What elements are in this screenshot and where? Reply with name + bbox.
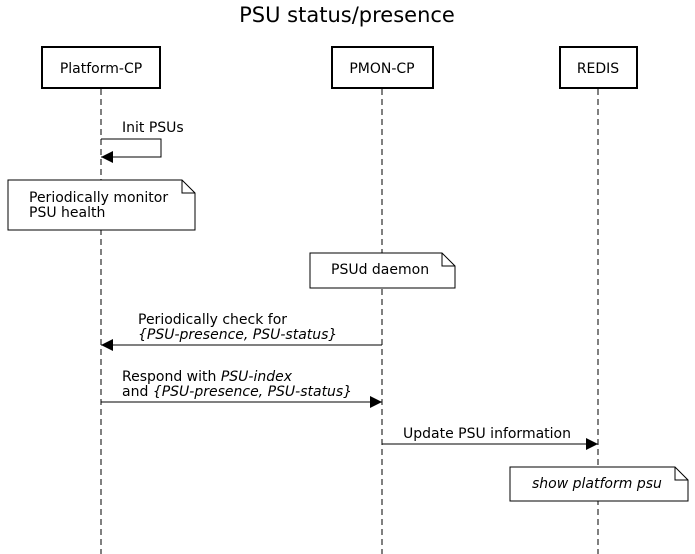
note-show-platform-psu: show platform psu: [509, 466, 689, 502]
message-label-prefix: and: [122, 384, 153, 400]
participant-label: Platform-CP: [60, 61, 142, 77]
participant-redis: REDIS: [559, 46, 638, 89]
message-label-line1: Periodically check for: [138, 312, 287, 328]
note-line: Periodically monitor: [29, 190, 168, 206]
message-init-psus: Init PSUs: [101, 120, 184, 163]
note-text: PSUd daemon: [331, 262, 429, 278]
note-line: PSU health: [29, 205, 105, 221]
message-respond: Respond with PSU-index and {PSU-presence…: [101, 369, 382, 408]
message-label-line2: and {PSU-presence, PSU-status}: [122, 384, 352, 400]
participant-label: REDIS: [577, 61, 619, 77]
self-message-arrow: [101, 138, 162, 163]
message-label: Update PSU information: [403, 426, 571, 442]
note-text: show platform psu: [532, 476, 662, 492]
message-label-line1: Respond with PSU-index: [122, 369, 293, 385]
note-monitor-health: Periodically monitor PSU health: [7, 179, 196, 231]
participant-platform: Platform-CP: [41, 46, 161, 89]
message-update-redis: Update PSU information: [382, 426, 598, 450]
note-psud-daemon: PSUd daemon: [309, 252, 456, 289]
diagram-title: PSU status/presence: [239, 3, 455, 27]
message-label-emphasis: PSU-index: [221, 369, 293, 385]
message-check-status: Periodically check for {PSU-presence, PS…: [101, 312, 382, 351]
message-label: Init PSUs: [122, 120, 184, 136]
participant-label: PMON-CP: [349, 61, 414, 77]
message-label-line2: {PSU-presence, PSU-status}: [138, 327, 337, 343]
message-label-emphasis: {PSU-presence, PSU-status}: [153, 384, 352, 400]
message-label-prefix: Respond with: [122, 369, 221, 385]
participant-pmon: PMON-CP: [331, 46, 434, 89]
